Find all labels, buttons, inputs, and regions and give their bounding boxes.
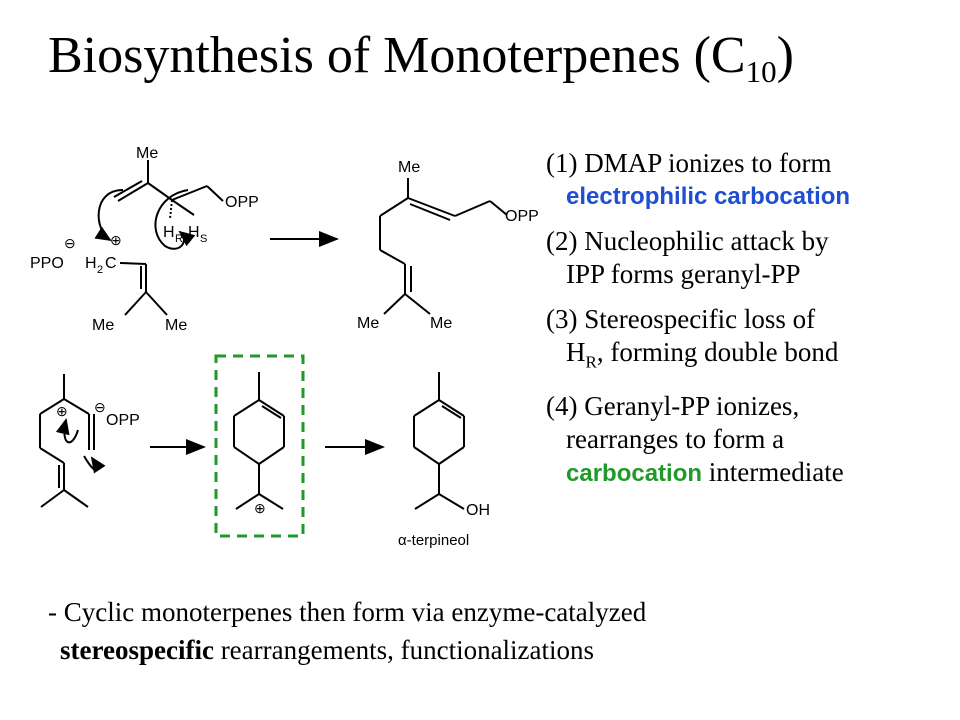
- svg-text:H: H: [85, 255, 97, 272]
- carbocation-highlight-box: [214, 354, 305, 538]
- me-label: Me: [136, 145, 158, 162]
- svg-text:H: H: [163, 224, 175, 241]
- svg-text:Me: Me: [398, 159, 420, 176]
- terpineol-structure: [413, 372, 465, 510]
- svg-text:2: 2: [97, 264, 103, 276]
- footnote: - Cyclic monoterpenes then form via enzy…: [48, 597, 647, 665]
- opp-label: OPP: [225, 194, 259, 211]
- svg-text:R: R: [175, 233, 183, 245]
- geranyl-cation-structure: [39, 374, 106, 508]
- terpinyl-cation-structure: [233, 372, 285, 510]
- svg-text:⊖: ⊖: [64, 235, 76, 251]
- svg-text:⊕: ⊕: [56, 403, 68, 419]
- terpineol-label: α-terpineol: [398, 532, 469, 549]
- svg-text:⊖: ⊖: [94, 399, 106, 415]
- svg-text:⊕: ⊕: [110, 232, 122, 248]
- carbocation-text: carbocation: [566, 460, 703, 488]
- svg-text:OPP: OPP: [106, 412, 140, 429]
- svg-text:Me: Me: [92, 317, 114, 334]
- step-1: (1) DMAP ionizes to form electrophilic c…: [546, 147, 946, 213]
- ppo-label: PPO: [30, 255, 64, 272]
- svg-text:Me: Me: [165, 317, 187, 334]
- svg-text:Me: Me: [430, 315, 452, 332]
- svg-text:C: C: [105, 255, 117, 272]
- dmap-ipp-structure: [94, 160, 224, 316]
- step-list: (1) DMAP ionizes to form electrophilic c…: [546, 147, 946, 502]
- svg-text:H: H: [188, 224, 200, 241]
- svg-text:⊕: ⊕: [254, 500, 266, 516]
- svg-text:S: S: [200, 233, 207, 245]
- step-2: (2) Nucleophilic attack by IPP forms ger…: [546, 226, 829, 289]
- svg-text:OH: OH: [466, 502, 490, 519]
- svg-text:OPP: OPP: [505, 208, 539, 225]
- geranyl-pp-structure: [379, 178, 508, 315]
- step-3: (3) Stereospecific loss of HR, forming d…: [546, 304, 839, 372]
- step-4: (4) Geranyl-PP ionizes, rearranges to fo…: [546, 391, 844, 488]
- slide-title: Biosynthesis of Monoterpenes (C10): [48, 27, 794, 89]
- electrophilic-carbocation-text: electrophilic carbocation: [566, 183, 851, 210]
- svg-text:Me: Me: [357, 315, 379, 332]
